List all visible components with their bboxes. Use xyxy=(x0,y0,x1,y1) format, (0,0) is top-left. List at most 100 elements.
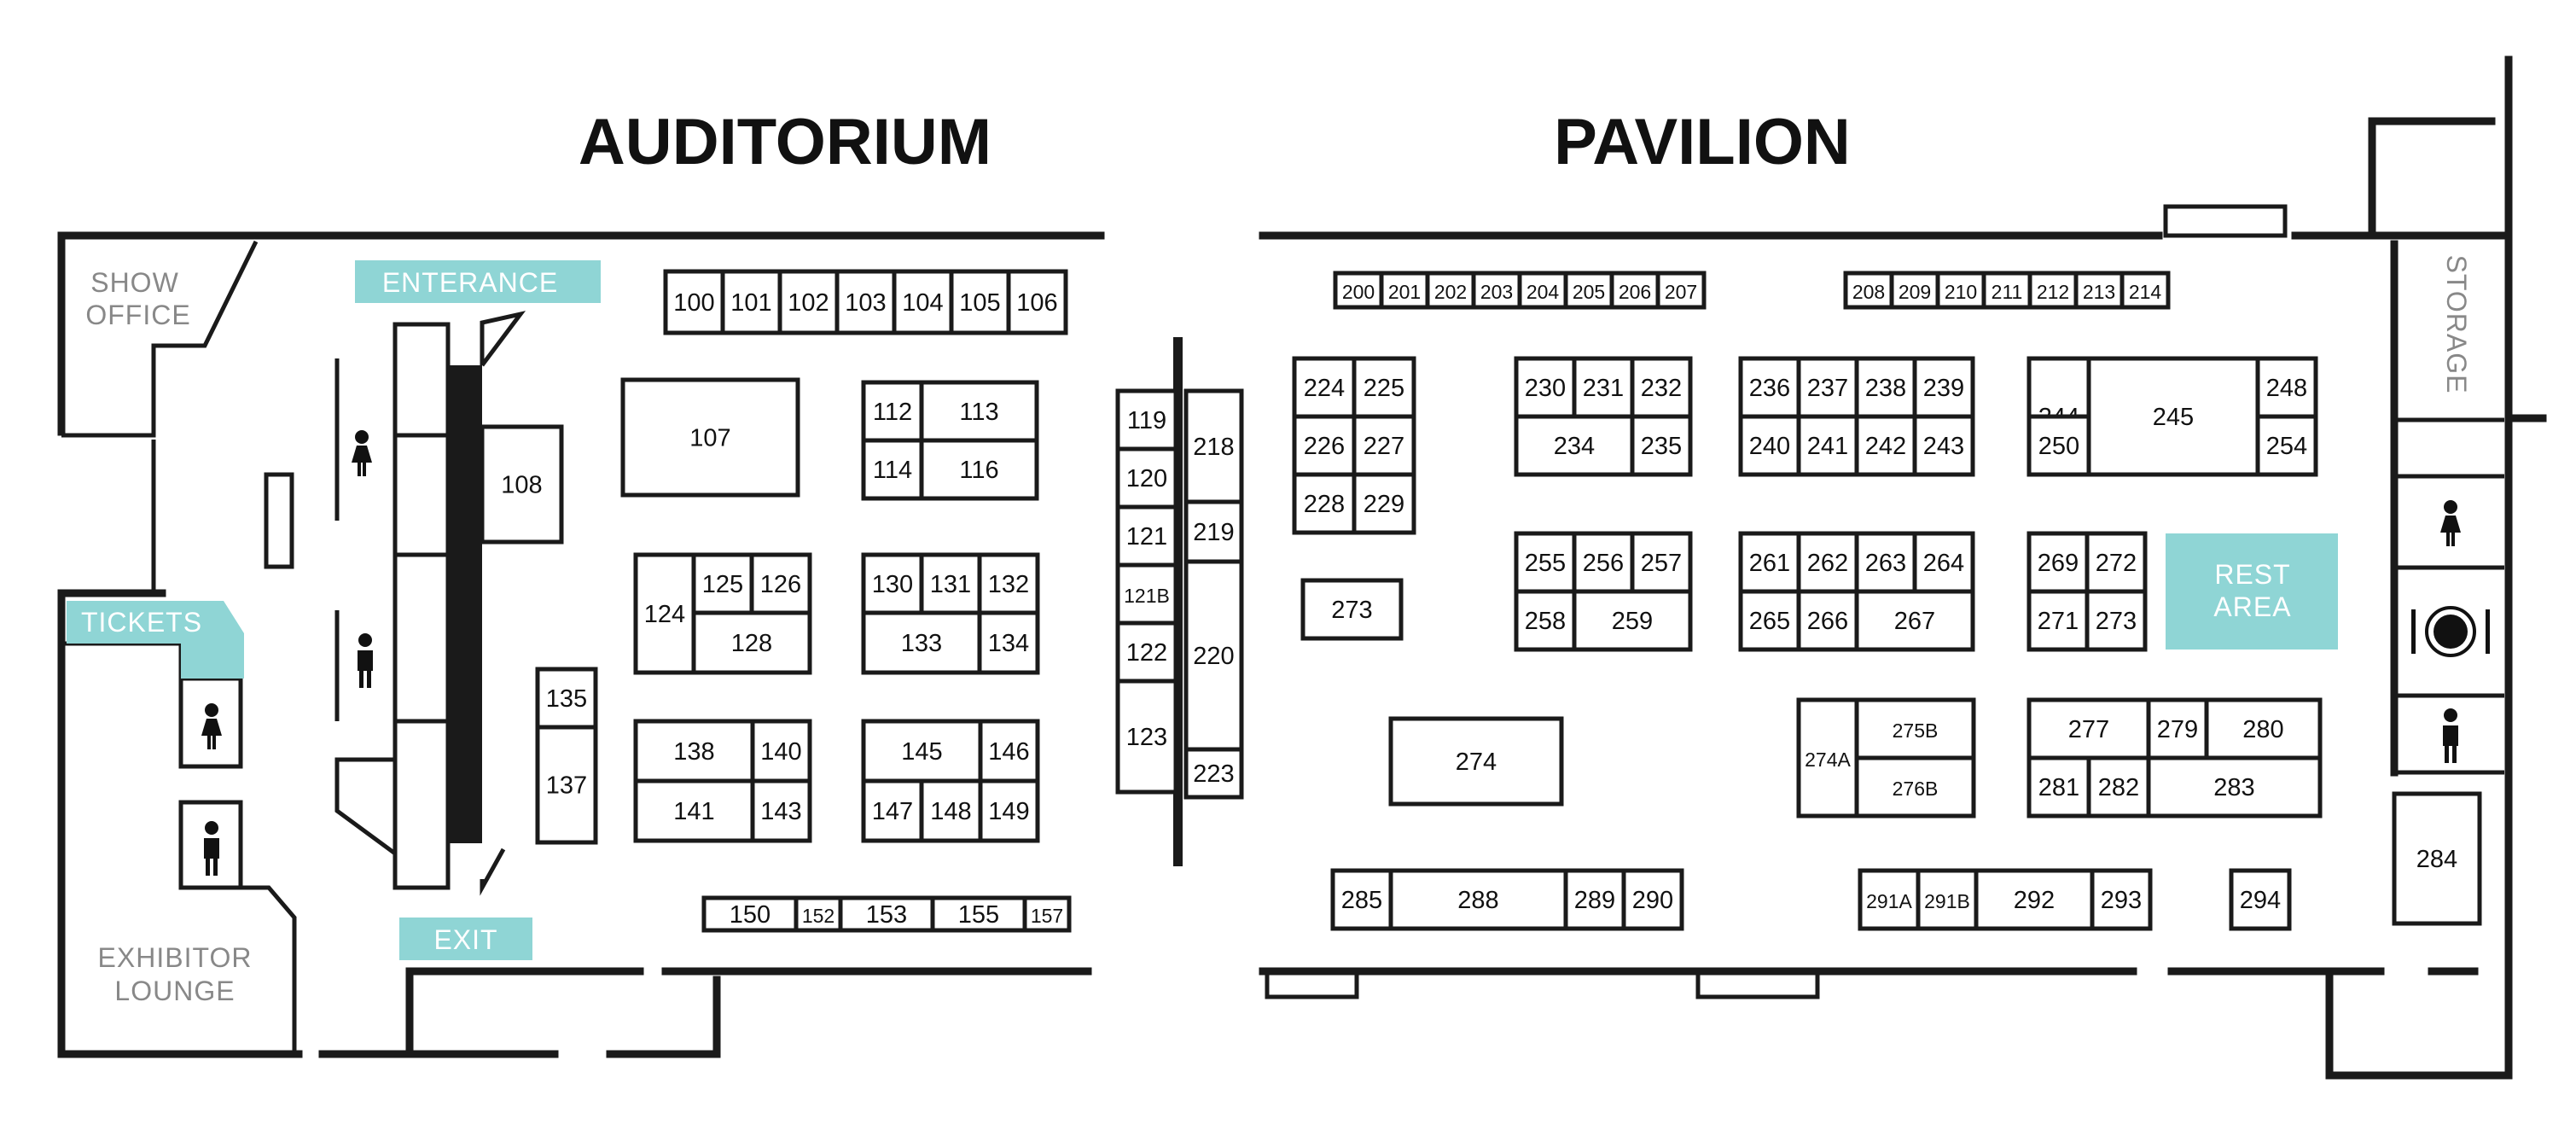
booth-238[interactable] xyxy=(1854,356,1917,419)
booth-229[interactable] xyxy=(1352,472,1416,535)
booth-121B[interactable] xyxy=(1115,562,1178,626)
booth-279[interactable] xyxy=(2146,697,2209,760)
booth-243[interactable] xyxy=(1912,414,1975,477)
booth-267[interactable] xyxy=(1854,589,1975,652)
booth-122[interactable] xyxy=(1115,620,1178,684)
booth-276B[interactable] xyxy=(1854,755,1976,819)
booth-147[interactable] xyxy=(861,778,924,843)
booth-230[interactable] xyxy=(1514,356,1577,419)
booth-104[interactable] xyxy=(892,269,954,335)
booth-259[interactable] xyxy=(1572,589,1693,652)
booth-223[interactable] xyxy=(1183,747,1244,800)
booth-213[interactable] xyxy=(2073,271,2125,310)
booth-211[interactable] xyxy=(1981,271,2032,310)
booth-285[interactable] xyxy=(1330,868,1393,931)
booth-239[interactable] xyxy=(1912,356,1975,419)
booth-272[interactable] xyxy=(2085,531,2148,594)
booth-262[interactable] xyxy=(1796,531,1859,594)
booth-135[interactable] xyxy=(535,667,598,730)
booth-241[interactable] xyxy=(1796,414,1859,477)
booth-123[interactable] xyxy=(1115,679,1178,795)
booth-132[interactable] xyxy=(977,552,1040,615)
booth-228[interactable] xyxy=(1292,472,1357,535)
booth-242[interactable] xyxy=(1854,414,1917,477)
booth-label: 214 xyxy=(2129,281,2162,303)
booth-155[interactable] xyxy=(930,895,1027,933)
booth-107[interactable] xyxy=(620,377,800,498)
booth-219[interactable] xyxy=(1183,499,1244,564)
booth-141[interactable] xyxy=(633,778,755,843)
booth-label: 149 xyxy=(988,798,1029,825)
booth-273[interactable] xyxy=(1300,578,1404,641)
booth-214[interactable] xyxy=(2120,271,2171,310)
booth-label: 291B xyxy=(1924,890,1970,912)
booth-100[interactable] xyxy=(663,269,725,335)
booth-148[interactable] xyxy=(919,778,983,843)
booth-label: 223 xyxy=(1193,760,1234,788)
booth-149[interactable] xyxy=(978,778,1040,843)
booth-label: 146 xyxy=(988,738,1029,766)
booth-103[interactable] xyxy=(834,269,897,335)
booth-220[interactable] xyxy=(1183,559,1244,752)
booth-140[interactable] xyxy=(750,719,812,784)
booth-label: 269 xyxy=(2038,550,2079,577)
booth-207[interactable] xyxy=(1655,271,1707,310)
booth-275B[interactable] xyxy=(1854,697,1976,760)
booth-283[interactable] xyxy=(2146,755,2323,819)
booth-200[interactable] xyxy=(1333,271,1384,310)
booth-137[interactable] xyxy=(535,725,598,845)
booth-106[interactable] xyxy=(1006,269,1068,335)
booth-288[interactable] xyxy=(1388,868,1568,931)
booth-273[interactable] xyxy=(2085,589,2148,652)
booth-284[interactable] xyxy=(2392,791,2482,926)
booth-114[interactable] xyxy=(861,438,924,501)
booth-274A[interactable] xyxy=(1796,697,1859,819)
booth-label: 275B xyxy=(1893,719,1939,742)
booth-218[interactable] xyxy=(1183,388,1244,504)
booth-143[interactable] xyxy=(750,778,812,843)
booth-128[interactable] xyxy=(691,610,812,675)
restroom-men-icon xyxy=(204,821,219,876)
booth-157[interactable] xyxy=(1022,895,1072,933)
booth-label: 264 xyxy=(1923,550,1964,577)
booth-227[interactable] xyxy=(1352,414,1416,477)
booth-108[interactable] xyxy=(480,424,564,545)
booth-291B[interactable] xyxy=(1916,868,1979,931)
booth-291A[interactable] xyxy=(1858,868,1921,931)
booth-274[interactable] xyxy=(1388,716,1564,807)
booth-210[interactable] xyxy=(1935,271,1986,310)
booth-294[interactable] xyxy=(2229,868,2292,931)
booth-266[interactable] xyxy=(1796,589,1859,652)
booth-202[interactable] xyxy=(1425,271,1476,310)
booth-133[interactable] xyxy=(861,610,982,675)
booth-101[interactable] xyxy=(720,269,782,335)
booth-116[interactable] xyxy=(919,438,1039,501)
booth-280[interactable] xyxy=(2204,697,2323,760)
booth-258[interactable] xyxy=(1514,589,1577,652)
booth-257[interactable] xyxy=(1630,531,1693,594)
booth-134[interactable] xyxy=(977,610,1040,675)
booth-131[interactable] xyxy=(919,552,982,615)
booth-206[interactable] xyxy=(1609,271,1660,310)
booth-293[interactable] xyxy=(2090,868,2153,931)
booth-label: 274 xyxy=(1456,749,1497,776)
booth-263[interactable] xyxy=(1854,531,1917,594)
booth-254[interactable] xyxy=(2255,414,2318,477)
booth-125[interactable] xyxy=(691,552,754,615)
booth-150[interactable] xyxy=(701,895,799,933)
booth-label: 226 xyxy=(1304,433,1345,460)
booth-label: 200 xyxy=(1342,281,1375,303)
booth-248[interactable] xyxy=(2255,356,2318,419)
restroom-women-icon xyxy=(352,430,372,476)
booth-label: 254 xyxy=(2266,433,2307,460)
entrance-label: ENTERANCE xyxy=(382,267,558,298)
booth-124[interactable] xyxy=(633,552,696,675)
booth-130[interactable] xyxy=(861,552,924,615)
booth-290[interactable] xyxy=(1621,868,1684,931)
booth-235[interactable] xyxy=(1630,414,1693,477)
booth-245[interactable] xyxy=(2086,356,2260,477)
booth-146[interactable] xyxy=(978,719,1040,784)
booth-289[interactable] xyxy=(1563,868,1626,931)
booth-label: 105 xyxy=(959,289,1000,317)
booth-250[interactable] xyxy=(2026,414,2091,477)
